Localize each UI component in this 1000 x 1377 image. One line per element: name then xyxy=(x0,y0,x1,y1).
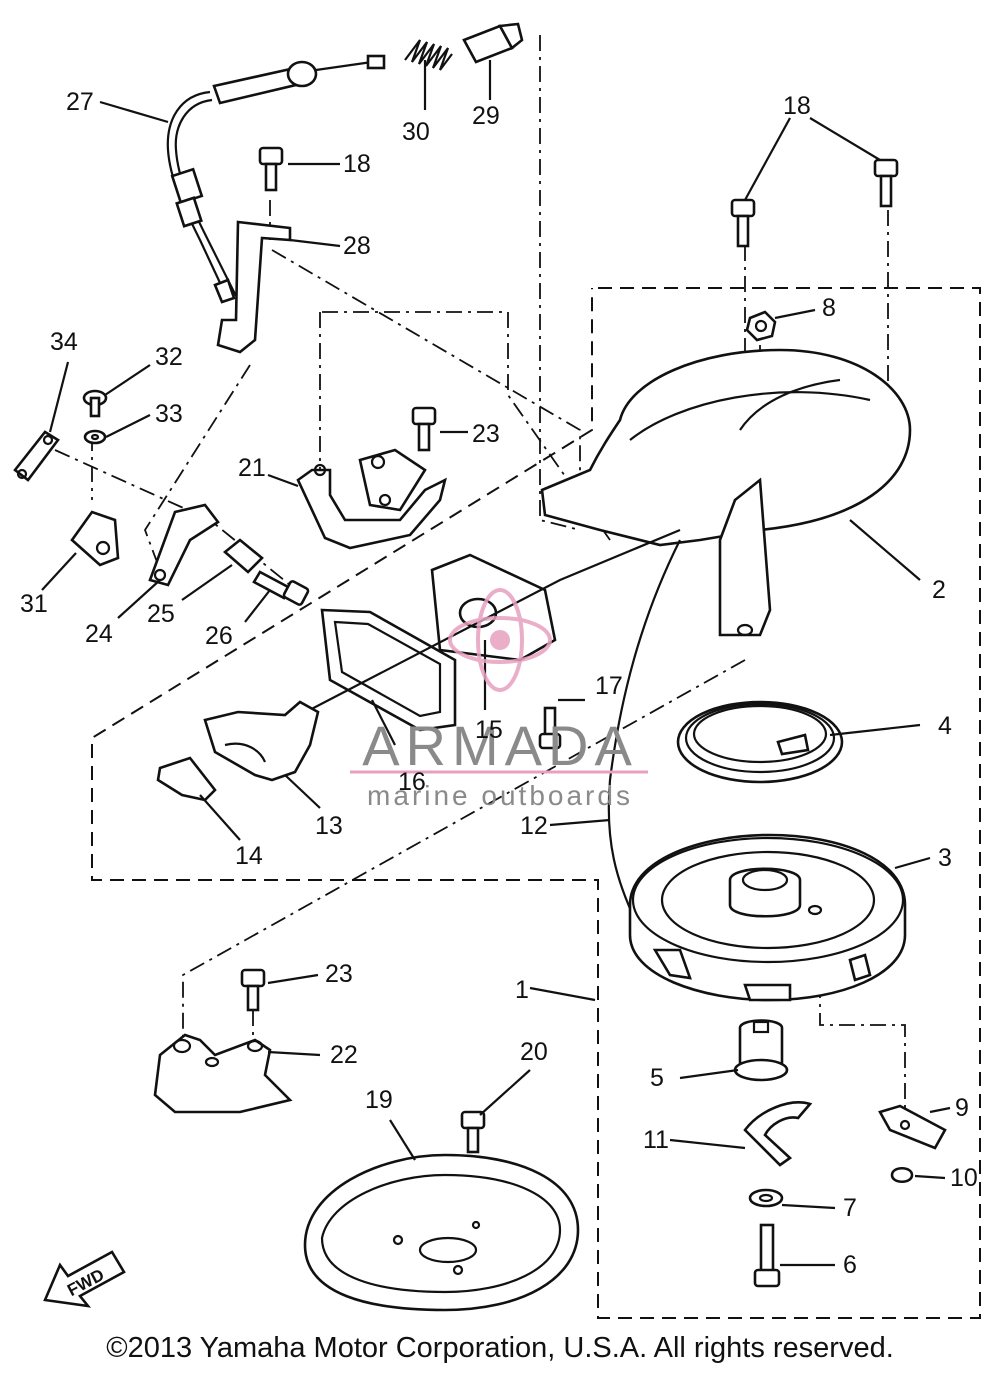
callout-1: 1 xyxy=(515,976,529,1004)
callout-17: 17 xyxy=(595,672,623,700)
callout-10: 10 xyxy=(950,1164,978,1192)
link-part-34 xyxy=(13,430,60,482)
callout-12: 12 xyxy=(520,812,548,840)
reel-part-3 xyxy=(628,833,907,1002)
nut-part-8 xyxy=(745,310,777,342)
bolt-part-23-upper xyxy=(411,406,437,452)
bracket-part-28 xyxy=(216,220,292,354)
callout-14: 14 xyxy=(235,842,263,870)
bracket-part-22 xyxy=(153,1033,293,1114)
spring-part-30 xyxy=(404,39,453,71)
insert-part-14 xyxy=(156,756,217,802)
callout-5: 5 xyxy=(650,1064,664,1092)
callout-31: 31 xyxy=(20,590,48,618)
callout-13: 13 xyxy=(315,812,343,840)
pawl-part-9 xyxy=(878,1104,947,1150)
callout-21: 21 xyxy=(238,454,266,482)
callout-15: 15 xyxy=(475,716,503,744)
callout-11: 11 xyxy=(643,1126,669,1154)
callout-22: 22 xyxy=(330,1041,358,1069)
callout-34: 34 xyxy=(50,328,78,356)
callout-18b: 18 xyxy=(783,92,811,120)
callout-25: 25 xyxy=(147,600,175,628)
spring-part-11 xyxy=(743,1101,813,1167)
watermark-logo xyxy=(448,588,552,692)
bushing-part-5 xyxy=(733,1019,789,1082)
spiral-spring-part-4 xyxy=(676,700,844,784)
bolt-part-26 xyxy=(252,570,310,606)
block-part-31 xyxy=(70,510,120,567)
watermark-brand: ARMADA xyxy=(362,714,638,777)
callout-2: 2 xyxy=(932,576,946,604)
callout-7: 7 xyxy=(843,1194,857,1222)
handle-part-13 xyxy=(203,700,320,782)
bolt-part-18-center xyxy=(730,198,756,248)
callout-23b: 23 xyxy=(325,960,353,988)
callout-32: 32 xyxy=(155,343,183,371)
fwd-arrow-icon: FWD xyxy=(43,1250,126,1308)
callout-3: 3 xyxy=(938,844,952,872)
screw-part-17 xyxy=(538,706,562,750)
callout-20: 20 xyxy=(520,1038,548,1066)
callout-29: 29 xyxy=(472,102,500,130)
callout-27: 27 xyxy=(66,88,94,116)
plate-part-19 xyxy=(303,1153,580,1312)
bolt-part-20 xyxy=(460,1110,486,1154)
copyright-notice: ©2013 Yamaha Motor Corporation, U.S.A. A… xyxy=(106,1332,894,1364)
callout-33: 33 xyxy=(155,400,183,428)
callout-8: 8 xyxy=(822,294,836,322)
assembly-outline xyxy=(91,287,981,1319)
callout-9: 9 xyxy=(955,1094,969,1122)
callout-4: 4 xyxy=(938,712,952,740)
collar-part-25 xyxy=(222,538,264,574)
clip-part-10 xyxy=(890,1166,914,1184)
washer-part-7 xyxy=(748,1188,784,1208)
callout-28: 28 xyxy=(343,232,371,260)
watermark: ARMADA marine outboards xyxy=(350,588,648,811)
callout-18a: 18 xyxy=(343,150,371,178)
callout-24: 24 xyxy=(85,620,113,648)
leader-lines xyxy=(41,60,951,1267)
callout-labels: 1 2 3 4 5 6 7 8 9 10 11 12 13 14 15 16 1… xyxy=(20,88,978,1279)
callout-6: 6 xyxy=(843,1251,857,1279)
bolt-part-23-lower xyxy=(240,968,266,1012)
lever-part-24 xyxy=(148,503,220,587)
callout-26: 26 xyxy=(205,622,233,650)
bolt-part-18-left xyxy=(258,146,284,192)
callout-16: 16 xyxy=(398,768,426,796)
screw-part-32 xyxy=(82,389,108,418)
callout-23a: 23 xyxy=(472,420,500,448)
washer-part-33 xyxy=(83,429,107,445)
cap-part-29 xyxy=(462,22,524,64)
bolt-part-6 xyxy=(753,1223,781,1288)
bolt-part-18-right xyxy=(873,158,899,208)
watermark-tagline: marine outboards xyxy=(367,780,633,811)
callout-19: 19 xyxy=(365,1086,393,1114)
callout-30: 30 xyxy=(402,118,430,146)
cable-part-27 xyxy=(166,54,386,304)
bracket-part-21 xyxy=(296,448,447,550)
starter-case-part-2 xyxy=(540,348,912,637)
